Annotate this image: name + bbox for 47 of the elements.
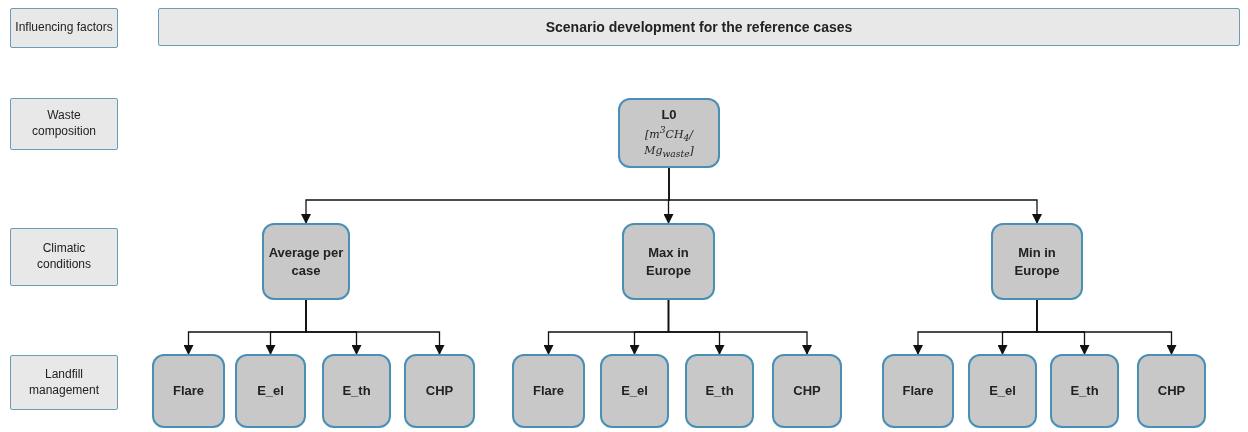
process-box bbox=[618, 98, 720, 168]
node-text: Flare bbox=[531, 382, 566, 400]
process-box bbox=[600, 354, 669, 428]
connector-arrow bbox=[305, 299, 445, 355]
node-text: CHP bbox=[792, 382, 822, 400]
node-text: Min in Europe bbox=[1013, 243, 1061, 280]
category-label-box bbox=[10, 228, 118, 286]
connector-arrow bbox=[667, 299, 812, 355]
process-box bbox=[512, 354, 585, 428]
node-text: Influencing factors bbox=[14, 20, 114, 36]
process-box bbox=[622, 223, 715, 300]
title-band bbox=[158, 8, 1240, 46]
process-box bbox=[772, 354, 842, 428]
node-text: Flare bbox=[171, 382, 206, 400]
process-box bbox=[322, 354, 391, 428]
process-box bbox=[882, 354, 954, 428]
node-text: Flare bbox=[901, 382, 935, 400]
node-text: E_th bbox=[704, 382, 735, 400]
process-box bbox=[968, 354, 1037, 428]
process-box bbox=[685, 354, 754, 428]
process-box bbox=[262, 223, 350, 300]
connector-arrow bbox=[1036, 299, 1177, 355]
category-label-box bbox=[10, 98, 118, 150]
process-box bbox=[1137, 354, 1206, 428]
node-text: L0 bbox=[660, 106, 678, 124]
node-text: E_el bbox=[620, 382, 649, 400]
process-box bbox=[1050, 354, 1119, 428]
node-text: E_el bbox=[256, 382, 285, 400]
node-text: CHP bbox=[1156, 382, 1187, 400]
node-text: E_th bbox=[1069, 382, 1100, 400]
category-label-box bbox=[10, 355, 118, 410]
node-text: Max in Europe bbox=[645, 243, 692, 280]
connector-arrow bbox=[668, 167, 1042, 224]
formula-text: [m$^{3}$CH$_{4}$/ Mg$_{waste}$] bbox=[643, 123, 695, 160]
node-text: Climatic conditions bbox=[35, 241, 92, 273]
node-text: Waste composition bbox=[31, 108, 97, 140]
node-text: Scenario development for the reference cases bbox=[544, 19, 854, 35]
node-text: E_el bbox=[988, 382, 1017, 400]
category-label-box bbox=[10, 8, 118, 48]
node-text: E_th bbox=[341, 382, 372, 400]
node-text: Landfill management bbox=[27, 366, 100, 399]
process-box bbox=[404, 354, 475, 428]
process-box bbox=[991, 223, 1083, 300]
process-box bbox=[235, 354, 306, 428]
process-box bbox=[152, 354, 225, 428]
node-text: CHP bbox=[424, 382, 455, 400]
node-text: Average per case bbox=[267, 243, 345, 280]
